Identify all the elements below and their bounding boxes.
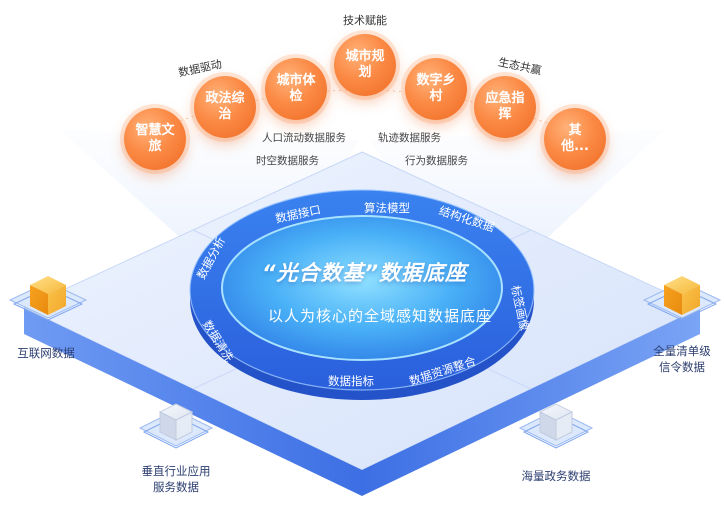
core-subtitle: 以人为核心的全域感知数据底座 [268,307,493,325]
source-label-government: 海量政务数据 [521,469,591,483]
app-circle-1[interactable]: 智慧文旅 [124,108,186,170]
app-circle-3[interactable]: 城市体检 [265,58,327,120]
service-label-4: 行为数据服务 [405,155,468,167]
core-title: “光合数基”数据底座 [262,261,468,285]
service-label-1: 人口流动数据服务 [262,132,346,144]
source-label-internet: 互联网数据 [17,346,75,360]
app-circle-2[interactable]: 政法综治 [194,76,256,138]
app-circle-4[interactable]: 城市规划 [334,34,396,96]
source-label-signaling: 全量清单级 信令数据 [653,344,711,374]
app-circle-6[interactable]: 应急指挥 [474,76,536,138]
app-circle-5[interactable]: 数字乡村 [405,58,467,120]
ring-label-6: 数据指标 [328,374,374,388]
ring-label-2: 算法模型 [364,201,410,215]
service-label-2: 轨迹数据服务 [378,132,441,144]
top-label: 技术赋能 [343,14,387,27]
service-label-3: 时空数据服务 [256,155,319,167]
app-circle-7[interactable]: 其他... [544,108,606,170]
source-label-industry: 垂直行业应用 服务数据 [141,464,211,494]
